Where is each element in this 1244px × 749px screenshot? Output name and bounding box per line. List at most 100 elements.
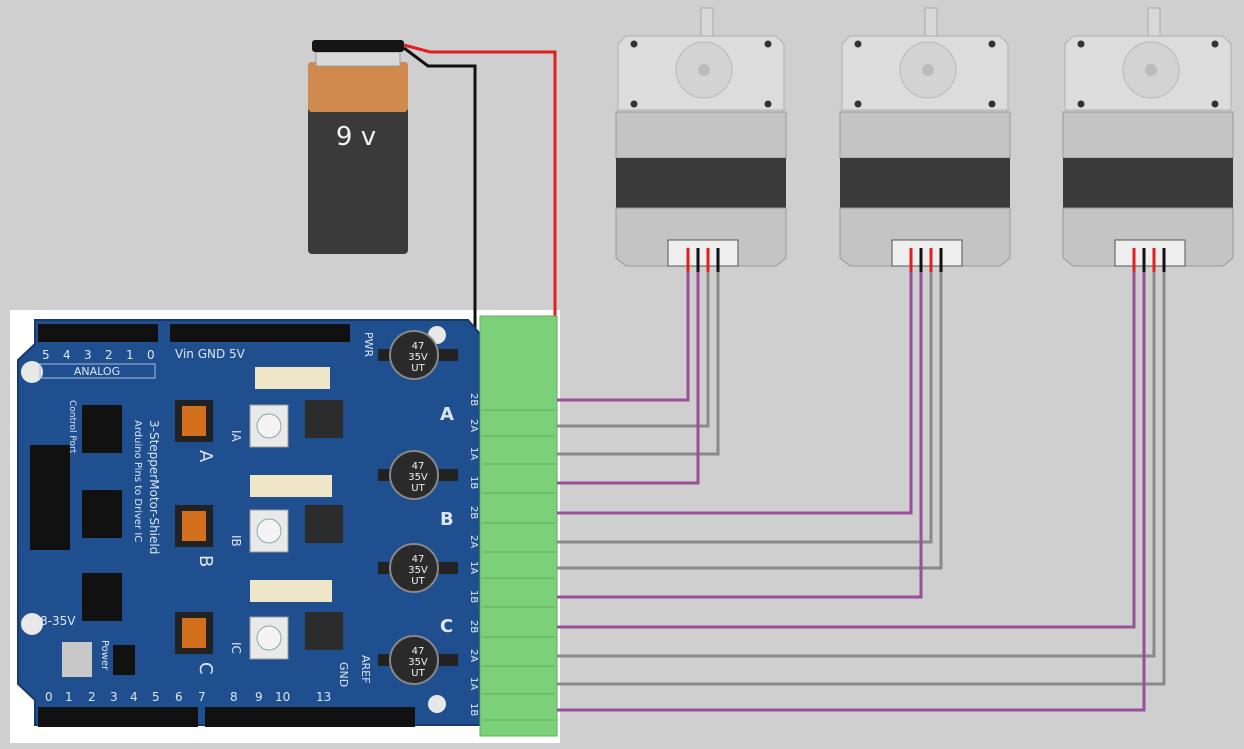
terminal-pin-label: 2A <box>468 419 479 432</box>
control-port-label: Control Port <box>67 400 77 454</box>
digital-pin-label: 7 <box>198 690 206 704</box>
digital-pin-label: 9 <box>255 690 263 704</box>
motors <box>615 7 1234 267</box>
battery-label: 9 v <box>336 122 376 152</box>
potentiometer-knob <box>256 518 282 544</box>
capacitor-value: 47 <box>412 461 425 472</box>
pin-header-c <box>82 573 122 621</box>
gnd-label: GND <box>337 662 350 687</box>
mounting-hole <box>21 361 43 383</box>
motor-wire <box>557 264 690 402</box>
voltage-label: 8-35V <box>40 614 76 628</box>
digital-pin-label: 10 <box>275 690 290 704</box>
capacitor-voltage: 35V <box>408 565 428 576</box>
motor-screw <box>1211 40 1219 48</box>
motor-wire <box>557 264 933 544</box>
motor-screw <box>1077 100 1085 108</box>
analog-pin-label: 1 <box>126 348 134 362</box>
terminal-pin-label: 2A <box>468 535 479 548</box>
motor-shaft-end <box>698 64 710 76</box>
motor-connector <box>1114 239 1186 267</box>
motor-stator <box>616 158 786 208</box>
aref-label: AREF <box>359 655 372 683</box>
motor-wire <box>557 264 923 599</box>
capacitor-value: 47 <box>412 646 425 657</box>
terminal-pin-label: 1B <box>468 476 479 489</box>
analog-pin-label: 5 <box>42 348 50 362</box>
analog-pin-label: 4 <box>63 348 71 362</box>
capacitor-type: UT <box>411 483 425 494</box>
power-header <box>170 324 350 342</box>
resistor-strip <box>250 475 332 497</box>
terminal-pin-label: 1A <box>468 677 479 690</box>
motor-screw <box>988 100 996 108</box>
digital-pin-label: 6 <box>175 690 183 704</box>
motor-lower-body <box>615 207 787 267</box>
terminal-pin-label: 1A <box>468 447 479 460</box>
dip-switch-body <box>182 406 206 436</box>
terminal-pin-label: 1B <box>468 703 479 716</box>
control-port-header <box>30 445 70 550</box>
motor-shaft-end <box>1145 64 1157 76</box>
terminal-block-body <box>479 315 558 737</box>
capacitor-type: UT <box>411 668 425 679</box>
capacitor-body <box>389 635 439 685</box>
pwr-label: PWR <box>362 332 375 358</box>
capacitor-type: UT <box>411 363 425 374</box>
motor-screw <box>630 100 638 108</box>
capacitor-voltage: 35V <box>408 472 428 483</box>
motor-screw <box>630 40 638 48</box>
motor-screw <box>1211 100 1219 108</box>
capacitor-body <box>389 330 439 380</box>
shield-title: 3-StepperMotor-Shield <box>147 420 161 554</box>
motor-wire <box>557 264 720 456</box>
capacitor-value: 47 <box>412 554 425 565</box>
mounting-hole <box>428 695 446 713</box>
motor-stator <box>1063 158 1233 208</box>
battery-top-band <box>308 62 408 112</box>
motor-wire <box>557 264 1156 658</box>
terminal-pin-label: 2B <box>468 393 479 406</box>
driver-current-label: IB <box>229 535 243 547</box>
motor-stator <box>840 158 1010 208</box>
motor-wire <box>557 264 1166 686</box>
dip-switch-body <box>182 511 206 541</box>
driver-current-label: IA <box>229 430 243 443</box>
motor-upper-body <box>839 111 1011 159</box>
motor-screw <box>1077 40 1085 48</box>
stepper-motor <box>615 7 787 267</box>
resistor-strip <box>250 580 332 602</box>
channel-letter: B <box>440 509 454 530</box>
potentiometer-knob <box>256 625 282 651</box>
motor-wire <box>557 264 710 428</box>
shield-subtitle: Arduino Pins to Driver IC <box>132 420 143 542</box>
battery-terminals <box>312 40 404 52</box>
digital-pin-label: 2 <box>88 690 96 704</box>
motor-wire <box>557 264 943 570</box>
pin-header-a <box>82 405 122 453</box>
digital-pin-label: 5 <box>152 690 160 704</box>
dip-switch-body <box>182 618 206 648</box>
power-pin-labels: Vin GND 5V <box>175 347 246 361</box>
motor-connector <box>891 239 963 267</box>
motor-screw <box>854 100 862 108</box>
terminal-pin-label: 2A <box>468 649 479 662</box>
digital-header-left <box>38 707 198 727</box>
digital-pin-label: 8 <box>230 690 238 704</box>
motor-lower-body <box>839 207 1011 267</box>
jumper-header <box>113 645 135 675</box>
analog-label-box <box>39 363 156 379</box>
mounting-hole <box>21 613 43 635</box>
analog-pin-label: 3 <box>84 348 92 362</box>
channel-letter-board: A <box>195 450 216 463</box>
motor-wire <box>557 264 913 515</box>
digital-pin-label: 3 <box>110 690 118 704</box>
